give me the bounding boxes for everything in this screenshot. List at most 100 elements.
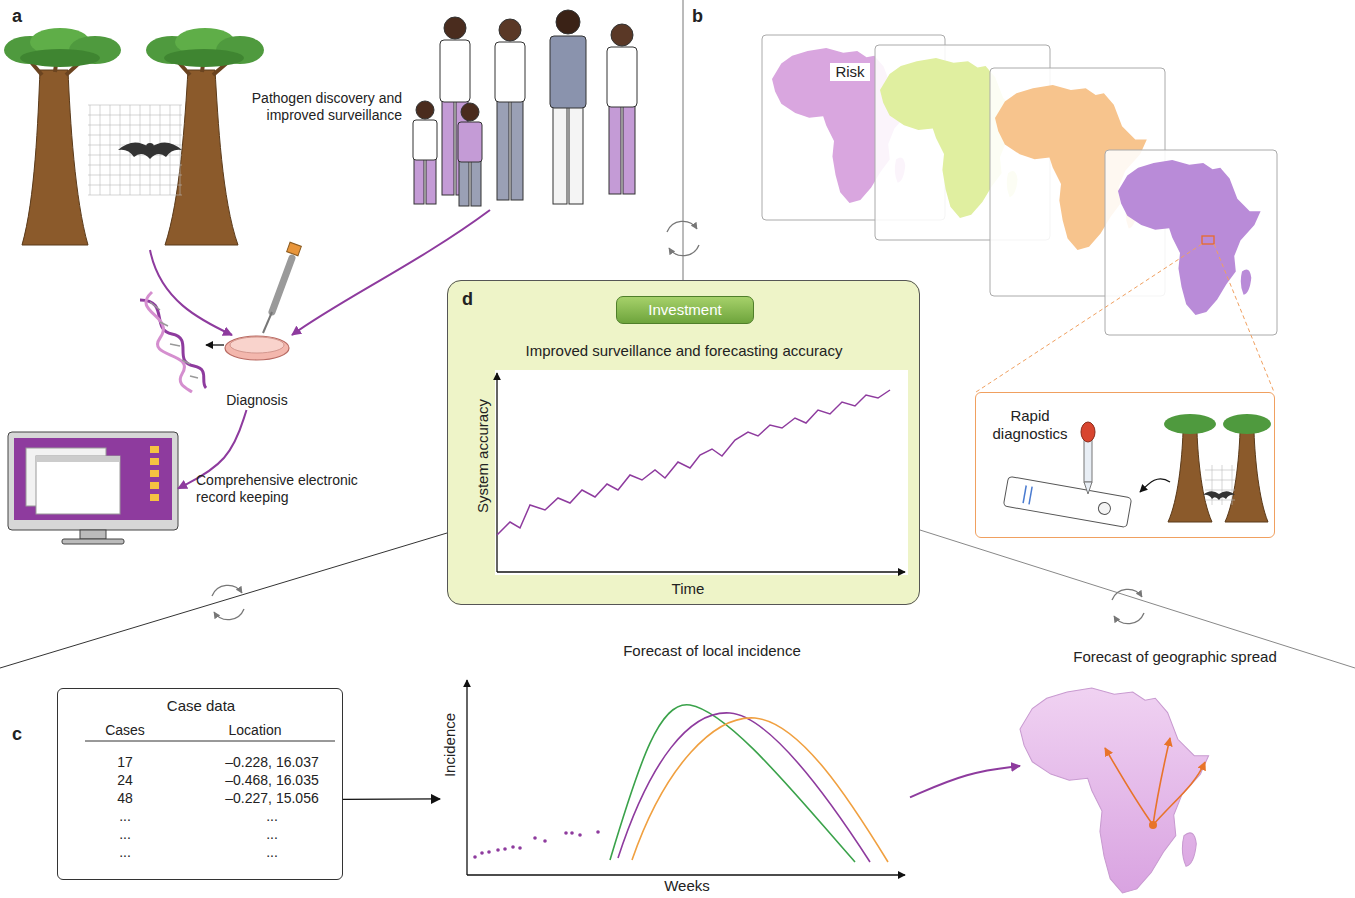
divider-line: [0, 533, 447, 668]
person-leg: [553, 104, 567, 204]
zoom-box: [1202, 236, 1214, 244]
table-header: Location: [215, 722, 295, 739]
connector-arrow: [343, 798, 440, 800]
dropper-tube: [1084, 440, 1092, 482]
observed-points: [473, 855, 477, 859]
dropper-tip: [1084, 482, 1092, 494]
tree-trunk: [22, 70, 88, 245]
cycle-arrow: [669, 245, 699, 256]
people-group: [413, 10, 637, 206]
forecast-curve: [610, 705, 855, 862]
cycle-arrow: [214, 609, 244, 620]
test-line: [1023, 485, 1026, 503]
accuracy-line: [497, 390, 890, 535]
accuracy-chart: [447, 280, 920, 605]
person-torso: [440, 40, 470, 102]
node-title: Forecast of geographic spread: [1065, 648, 1285, 666]
spread-map-illustration: [1020, 688, 1209, 893]
cycle-arrow: [1114, 613, 1144, 624]
person-leg: [426, 158, 436, 204]
connector-arrow: [910, 766, 1020, 797]
person-leg: [442, 100, 454, 195]
zoom-line: [976, 244, 1274, 392]
record-monitor: Comprehensive electronic record keeping: [8, 432, 178, 545]
person-head: [499, 19, 521, 41]
person-leg: [414, 158, 424, 204]
chart-ground: [495, 370, 908, 575]
bat: [146, 143, 154, 151]
x-axis: [467, 874, 905, 875]
y-axis: [496, 373, 497, 572]
panel-letter: b: [692, 6, 714, 28]
table-header: Cases: [95, 722, 155, 739]
person-leg: [623, 104, 635, 194]
table-cell: 24: [105, 772, 145, 789]
panel-letter: c: [12, 724, 34, 746]
incidence-chart: Forecast of local incidenceIncidenceWeek…: [440, 638, 910, 895]
person-head: [461, 103, 479, 121]
person-leg: [511, 100, 523, 200]
panel-dividers: [0, 0, 1355, 668]
node-text: Improved surveillance and forecasting ac…: [464, 342, 904, 360]
divider-line: [920, 530, 1355, 668]
observed-points: [518, 846, 522, 850]
baobab-trees: [4, 28, 264, 245]
source-arrows: [150, 210, 490, 335]
person-torso: [413, 120, 437, 160]
observed-points: [533, 836, 537, 840]
divider-line: [683, 0, 684, 280]
lab-illustration: [140, 242, 301, 392]
africa-map: [1020, 688, 1209, 893]
observed-points: [511, 845, 515, 849]
person-head: [416, 101, 434, 119]
observed-points: [480, 851, 484, 855]
tree-crown: [164, 49, 244, 67]
table-cell: –0.228, 16.037: [207, 754, 337, 771]
mist-net: [1205, 465, 1235, 505]
pipette-body: [272, 258, 292, 312]
observed-points: [543, 839, 547, 843]
cycle-arrow: [667, 221, 697, 232]
mist-net: [88, 105, 182, 195]
observed-points: [564, 831, 568, 835]
observed-points: [496, 848, 500, 852]
observed-points: [570, 831, 574, 835]
dna-arrow: [206, 344, 224, 345]
origin-dot: [1149, 821, 1157, 829]
test-strip: [1003, 476, 1131, 527]
screen-icon: [150, 470, 159, 477]
x-axis: [497, 571, 905, 572]
node-title: Forecast of local incidence: [562, 642, 862, 660]
person-head: [611, 24, 633, 46]
test-strip: [1003, 476, 1131, 527]
petri-dish: [225, 336, 289, 360]
node-title: d: [462, 289, 482, 311]
person-torso: [495, 42, 525, 102]
rapid-diagnostics-box: Rapid diagnostics: [975, 392, 1275, 538]
dna-rung: [150, 302, 198, 378]
cycle-arrow: [1112, 589, 1142, 600]
panel-ground: [447, 280, 920, 605]
petri-dish: [230, 337, 284, 353]
panel-letter: a: [12, 6, 34, 28]
caption-text: Risk: [830, 63, 870, 81]
table-cell: –0.468, 16.035: [207, 772, 337, 789]
table-cell: ...: [252, 826, 292, 843]
person-leg: [471, 160, 481, 206]
pipette-tip: [263, 312, 272, 333]
node-text: Weeks: [647, 877, 727, 895]
sample-well: [1097, 501, 1111, 515]
tree-trunk: [1225, 432, 1268, 522]
observed-points: [503, 847, 507, 851]
node-title: Rapid diagnostics: [984, 407, 1076, 443]
forecast-curve: [618, 713, 870, 862]
tree-trunk: [1168, 432, 1212, 522]
node-title: Diagnosis: [217, 392, 297, 409]
table-cell: 48: [105, 790, 145, 807]
table-cell: ...: [252, 844, 292, 861]
forecast-curve: [632, 718, 888, 862]
node-title: Case data: [126, 697, 276, 715]
caption-text: Pathogen discovery and improved surveill…: [236, 90, 402, 124]
